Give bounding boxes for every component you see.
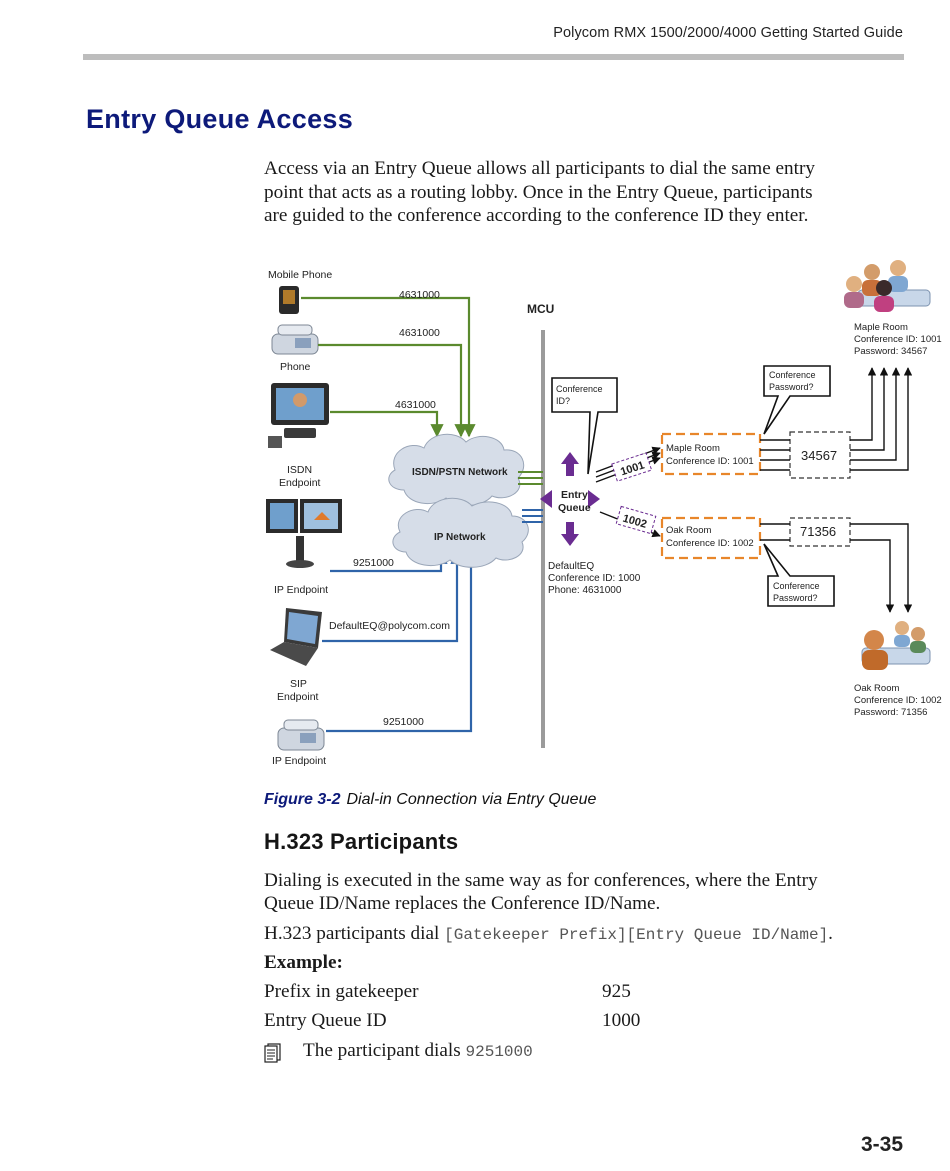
dial-number: 9251000 (383, 716, 424, 728)
svg-text:Password?: Password? (769, 382, 814, 392)
endpoint-label: Endpoint (279, 477, 321, 489)
entry-queue-info: Phone: 4631000 (548, 585, 622, 596)
endpoint-label: IP Endpoint (274, 584, 328, 596)
endpoint-label: Phone (280, 361, 311, 373)
note-code: 9251000 (465, 1043, 533, 1061)
dial-number: 4631000 (399, 327, 440, 339)
dial-format-prefix: H.323 participants dial (264, 923, 445, 944)
oak-password-box: 71356 (789, 517, 851, 547)
svg-text:Entry: Entry (561, 489, 588, 501)
isdn-endpoint-icon (268, 383, 329, 448)
ip-phone-icon (277, 719, 325, 751)
note-prefix: The participant dials (303, 1040, 466, 1061)
example-label: Example: (264, 952, 343, 973)
endpoint-label: SIP (290, 678, 307, 690)
dial-number: 4631000 (395, 399, 436, 411)
endpoint-label: Endpoint (277, 691, 319, 703)
intro-paragraph: Access via an Entry Queue allows all par… (264, 157, 904, 228)
room-info: Oak Room (854, 683, 899, 694)
svg-text:Conference: Conference (769, 370, 816, 380)
dial-format-code: [Gatekeeper Prefix][Entry Queue ID/Name] (444, 926, 829, 944)
ip-endpoint-icon (266, 499, 342, 568)
room-info: Maple Room (854, 322, 908, 333)
svg-text:Maple Room: Maple Room (666, 443, 720, 454)
entry-queue-info: Conference ID: 1000 (548, 573, 641, 584)
header-rule (83, 54, 904, 60)
endpoint-label: IP Endpoint (272, 755, 326, 767)
phone-icon (271, 324, 319, 355)
dial-number: DefaultEQ@polycom.com (329, 620, 450, 632)
h323-paragraph-line: Dialing is executed in the same way as f… (264, 870, 818, 891)
room-info: Password: 71356 (854, 707, 927, 718)
example-value: 1000 (602, 1010, 641, 1031)
dial-number: 4631000 (399, 289, 440, 301)
svg-text:Queue: Queue (558, 502, 591, 514)
route-line (301, 296, 476, 438)
h323-heading: H.323 Participants (264, 829, 459, 854)
svg-text:ID?: ID? (556, 396, 570, 406)
example-key: Prefix in gatekeeper (264, 981, 419, 1002)
isdn-network-cloud: ISDN/PSTN Network (388, 433, 525, 506)
route-line (330, 410, 444, 438)
page-number: 3-35 (860, 1133, 903, 1156)
svg-text:Conference ID: 1001: Conference ID: 1001 (666, 456, 754, 467)
oak-room-box: Oak Room Conference ID: 1002 (660, 516, 762, 560)
example-key: Entry Queue ID (264, 1010, 387, 1031)
running-header: Polycom RMX 1500/2000/4000 Getting Start… (553, 25, 903, 41)
svg-text:Conference: Conference (556, 384, 603, 394)
entry-queue: Entry Queue (540, 452, 600, 546)
network-label: ISDN/PSTN Network (412, 467, 508, 478)
figure-number: Figure 3-2 (264, 791, 341, 808)
mcu-label: MCU (527, 302, 554, 316)
svg-text:Conference: Conference (773, 581, 820, 591)
password-callout-top: Conference Password? (763, 365, 831, 435)
oak-room-people-icon (861, 621, 931, 670)
dial-format-suffix: . (828, 923, 833, 944)
conference-id-callout: Conference ID? (551, 377, 618, 475)
route-line (318, 343, 468, 438)
maple-room-box: Maple Room Conference ID: 1001 (660, 432, 762, 476)
figure-caption: Figure 3-2 Dial-in Connection via Entry Q… (264, 791, 596, 809)
dial-format-line: H.323 participants dial [Gatekeeper Pref… (264, 922, 833, 948)
ip-network-cloud: IP Network (392, 497, 529, 568)
mobile-phone-icon (279, 286, 299, 314)
network-label: IP Network (434, 532, 486, 543)
h323-paragraph-line: Queue ID/Name replaces the Conference ID… (264, 893, 661, 914)
entered-id-tag: 1001 (611, 452, 653, 482)
figure-caption-text: Dial-in Connection via Entry Queue (346, 791, 597, 808)
entry-queue-info: DefaultEQ (548, 561, 594, 572)
intro-line: are guided to the conference according t… (264, 205, 809, 226)
room-info: Password: 34567 (854, 346, 927, 357)
intro-line: point that acts as a routing lobby. Once… (264, 181, 813, 203)
intro-line: Access via an Entry Queue allows all par… (264, 158, 815, 179)
svg-text:Conference ID: 1002: Conference ID: 1002 (666, 538, 754, 549)
endpoint-label: ISDN (287, 464, 312, 476)
note-icon (264, 1043, 281, 1063)
room-info: Conference ID: 1002 (854, 695, 942, 706)
laptop-icon (270, 608, 322, 666)
room-info: Conference ID: 1001 (854, 334, 942, 345)
svg-text:34567: 34567 (801, 448, 837, 463)
route-line (326, 550, 478, 733)
section-title: Entry Queue Access (86, 104, 354, 134)
svg-text:Password?: Password? (773, 593, 818, 603)
maple-room-people-icon (844, 260, 931, 312)
route-line (322, 550, 464, 643)
entered-id-tag: 1002 (615, 505, 657, 535)
endpoint-label: Mobile Phone (268, 269, 332, 281)
password-callout-bottom: Conference Password? (763, 543, 835, 607)
maple-password-box: 34567 (789, 431, 851, 479)
example-value: 925 (602, 981, 631, 1002)
dial-in-diagram: MCU Mobile Phone Phone ISDN Endpoint IP … (266, 260, 942, 767)
note-text: The participant dials 9251000 (303, 1040, 533, 1062)
svg-text:71356: 71356 (800, 524, 836, 539)
svg-text:Oak Room: Oak Room (666, 525, 711, 536)
dial-number: 9251000 (353, 557, 394, 569)
